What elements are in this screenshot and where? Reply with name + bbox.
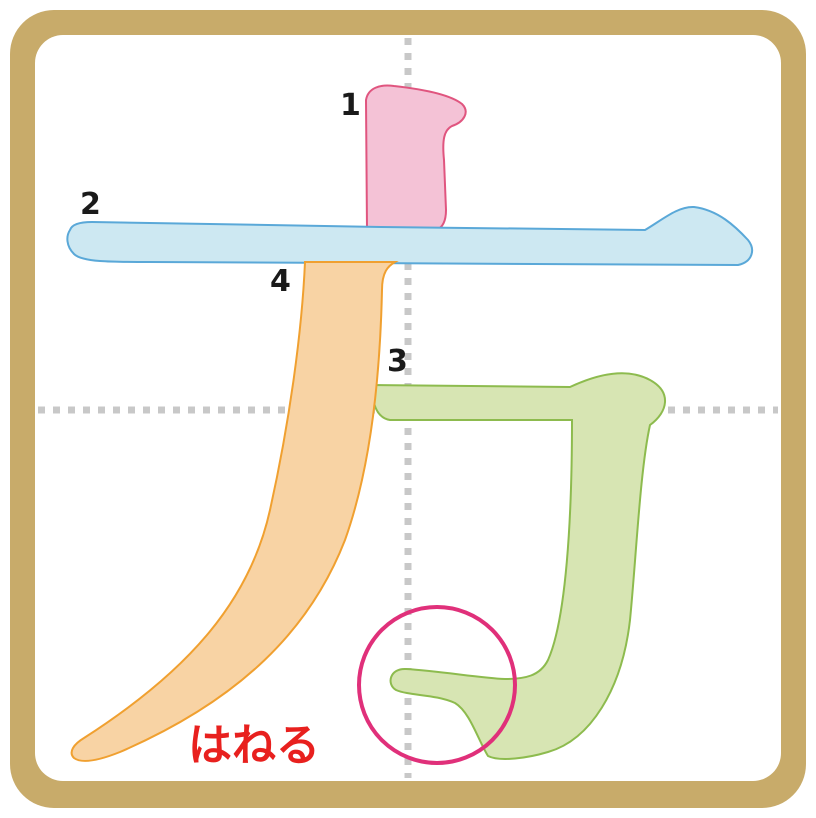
stroke-number-4: 4 bbox=[270, 264, 291, 299]
stroke-3-hook bbox=[370, 372, 666, 760]
stroke-number-2: 2 bbox=[80, 187, 101, 222]
stroke-number-1: 1 bbox=[340, 88, 361, 123]
stroke-2-horizontal bbox=[66, 205, 754, 267]
stroke-number-3: 3 bbox=[387, 344, 408, 379]
hane-highlight-circle bbox=[357, 605, 517, 765]
stroke-1-vertical bbox=[364, 84, 467, 231]
stroke-4-sweep bbox=[70, 261, 399, 762]
hane-annotation: はねる bbox=[188, 720, 320, 771]
